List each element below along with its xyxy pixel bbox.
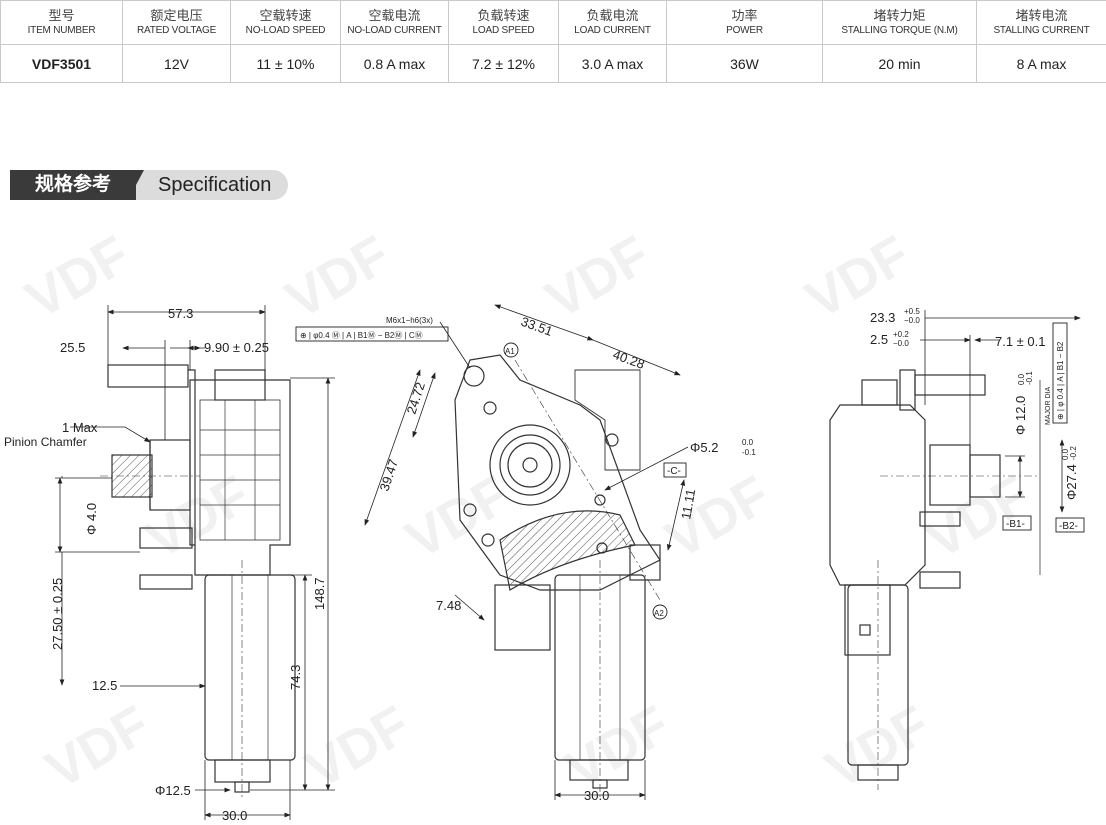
mount-boss-a1 xyxy=(463,365,485,387)
tol-23-3-lower: −0.0 xyxy=(904,316,920,325)
tol-5-2-lower: -0.1 xyxy=(742,448,756,457)
tol-2-5-upper: +0.2 xyxy=(893,330,909,339)
value-no-load-current: 0.8 A max xyxy=(340,44,449,83)
dim-30-0-middle: 30.0 xyxy=(584,788,609,803)
dim-24-72: 24.72 xyxy=(404,380,428,416)
fcf-frame-middle xyxy=(295,326,449,342)
dim-25-5: 25.5 xyxy=(60,340,85,355)
dim-phi-4: Φ 4.0 xyxy=(84,503,99,535)
right-side-view xyxy=(829,369,1040,790)
watermark-logo: VDF xyxy=(16,224,140,330)
section-banner: 规格参考 Specification xyxy=(10,170,288,200)
dim-40-28: 40.28 xyxy=(611,347,647,372)
datum-b2-label: -B2- xyxy=(1059,521,1078,532)
watermark-logo: VDF xyxy=(536,224,660,330)
dim-phi-12: Φ 12.0 xyxy=(1013,396,1028,435)
value-no-load-speed: 11 ± 10% xyxy=(230,44,341,83)
dim-39-47: 39.47 xyxy=(377,457,401,493)
value-rated-voltage: 12V xyxy=(122,44,231,83)
middle-dimensions xyxy=(295,304,689,800)
dim-57-3: 57.3 xyxy=(168,306,193,321)
value-power: 36W xyxy=(666,44,823,83)
cam-plate xyxy=(499,510,636,591)
fcf-middle-text: ⊕ | φ0.4 Ⓜ | A | B1Ⓜ − B2Ⓜ | CⓂ xyxy=(300,331,423,340)
tol-12-upper: 0.0 xyxy=(1017,373,1026,385)
dim-phi-27-4: Φ27.4 xyxy=(1064,464,1079,500)
major-dia-label: MAJOR DIA xyxy=(1045,387,1052,425)
watermark-logo: VDF xyxy=(556,694,680,800)
tol-2-5-lower: −0.0 xyxy=(893,339,909,348)
dim-12-5: 12.5 xyxy=(92,678,117,693)
watermark-logo: VDF xyxy=(796,224,920,330)
value-load-speed: 7.2 ± 12% xyxy=(448,44,559,83)
value-stalling-current: 8 A max xyxy=(976,44,1106,83)
gear-housing-right xyxy=(829,404,926,586)
upper-bracket xyxy=(107,364,189,388)
datum-a1-label: A1 xyxy=(505,347,515,356)
left-dimensions xyxy=(55,305,335,820)
dim-74-3: 74.3 xyxy=(288,665,303,690)
dim-2-5: 2.5 xyxy=(870,332,888,347)
tol-5-2-upper: 0.0 xyxy=(742,438,754,447)
pinion-chamfer-label: Pinion Chamfer xyxy=(4,435,87,449)
left-dim-labels: 57.3 25.5 9.90 ± 0.25 1 Max Pinion Chamf… xyxy=(4,306,327,823)
datum-b1-frame xyxy=(1002,515,1032,531)
thread-callout: M6x1−h6(3x) xyxy=(386,316,433,325)
right-dim-labels: 23.3 +0.5 −0.0 2.5 +0.2 −0.0 7.1 ± 0.1 Φ… xyxy=(870,307,1079,532)
section-title-cn: 规格参考 xyxy=(34,174,111,195)
tol-23-3-upper: +0.5 xyxy=(904,307,920,316)
dim-148-7: 148.7 xyxy=(312,577,327,610)
tol-27-lower: -0.2 xyxy=(1069,446,1078,460)
dim-9-90: 9.90 ± 0.25 xyxy=(204,340,269,355)
value-stalling-torque: 20 min xyxy=(822,44,977,83)
fcf-right-text: ⊕ | φ 0.4 | A | B1 − B2 xyxy=(1056,341,1065,420)
motor-end-boss xyxy=(214,759,271,783)
dim-7-48: 7.48 xyxy=(436,598,461,613)
dim-phi-5-2: Φ5.2 xyxy=(690,440,718,455)
connector-front xyxy=(494,584,551,651)
fcf-frame-right xyxy=(1052,322,1068,424)
datum-b2-frame xyxy=(1055,517,1085,533)
dim-33-51: 33.51 xyxy=(519,314,555,339)
dim-11-11: 11.11 xyxy=(678,488,698,521)
motor-can xyxy=(204,574,296,761)
section-banner-notch xyxy=(128,170,144,200)
dim-30-0-left: 30.0 xyxy=(222,808,247,823)
connector-side xyxy=(844,584,891,656)
datum-b1-label: -B1- xyxy=(1006,519,1025,530)
dim-27-50: 27.50 ± 0.25 xyxy=(50,578,65,650)
datum-a2-label: A2 xyxy=(654,609,664,618)
value-item-number: VDF3501 xyxy=(0,44,123,83)
dim-phi-12-5: Φ12.5 xyxy=(155,783,191,798)
datum-c-frame xyxy=(663,462,687,478)
middle-front-view xyxy=(454,354,661,800)
right-dimensions xyxy=(920,310,1085,575)
tol-27-upper: 0.0 xyxy=(1061,448,1070,460)
dim-7-1: 7.1 ± 0.1 xyxy=(995,334,1046,349)
tol-12-lower: -0.1 xyxy=(1025,371,1034,385)
watermark-logo: VDF xyxy=(276,224,400,330)
output-gear-ring xyxy=(489,424,571,506)
datum-c-label: -C- xyxy=(667,466,681,477)
watermark-logo: VDF xyxy=(656,464,780,570)
watermark-logo: VDF xyxy=(36,694,160,800)
watermark-logo: VDF xyxy=(916,464,1040,570)
section-title-en: Specification xyxy=(158,174,272,196)
section-banner-dark xyxy=(10,170,136,200)
spec-value-row: VDF3501 12V 11 ± 10% 0.8 A max 7.2 ± 12%… xyxy=(0,44,1106,83)
watermark-logo: VDF xyxy=(296,694,420,800)
dim-23-3: 23.3 xyxy=(870,310,895,325)
dim-1-max: 1 Max xyxy=(62,420,98,435)
